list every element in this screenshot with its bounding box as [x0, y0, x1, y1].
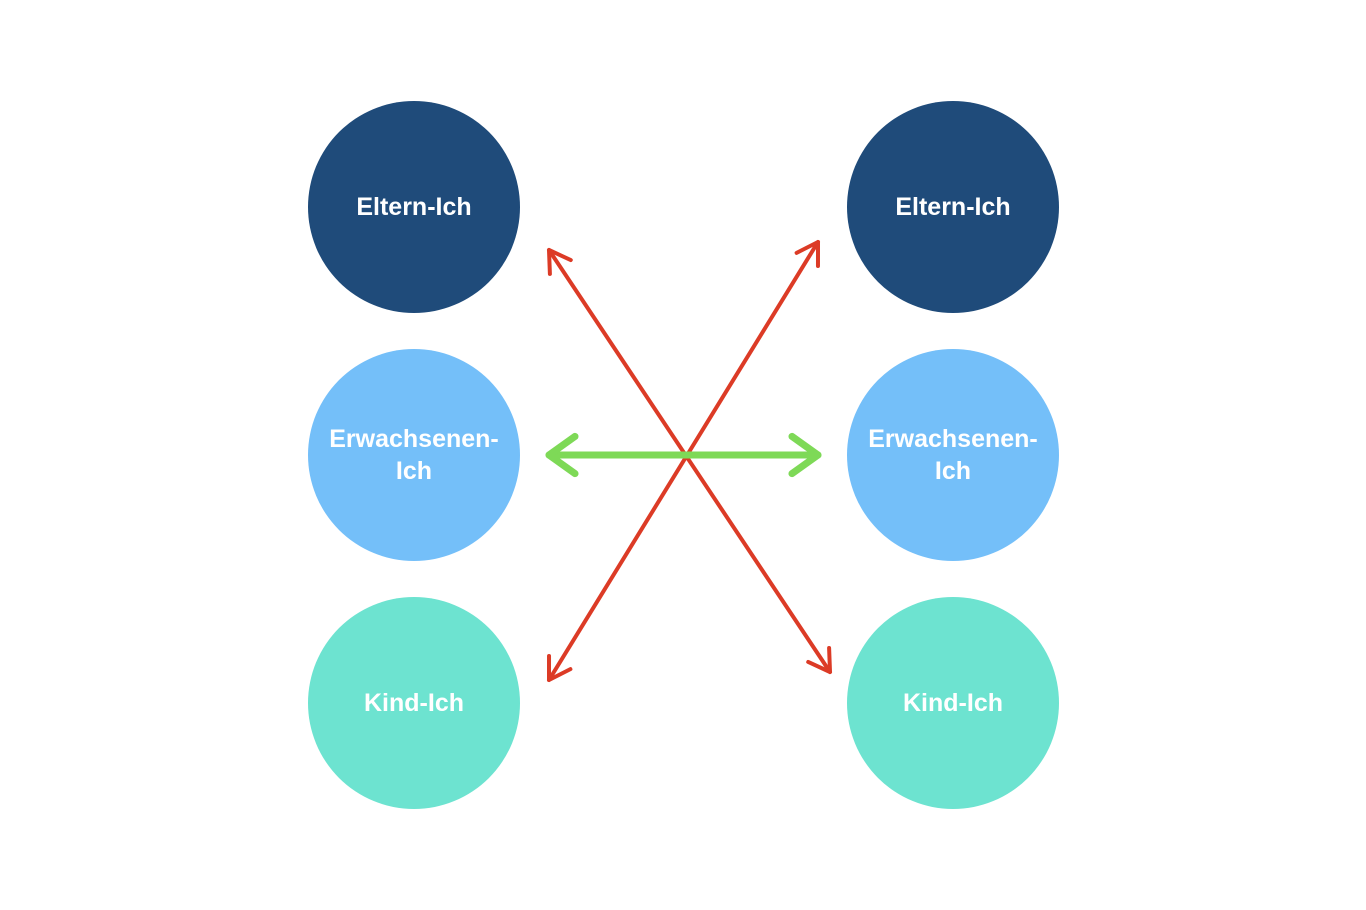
- parallel-arrow-adult-to-adult-head-start: [545, 432, 579, 478]
- left-parent-ego-label: Eltern-Ich: [356, 193, 472, 221]
- left-child-ego-label: Kind-Ich: [364, 689, 464, 717]
- right-adult-ego-circle: Erwachsenen- Ich: [847, 349, 1059, 561]
- left-parent-ego-circle: Eltern-Ich: [308, 101, 520, 313]
- crossed-arrow-left-parent-to-right-child: [547, 248, 832, 674]
- right-parent-ego-circle: Eltern-Ich: [847, 101, 1059, 313]
- right-parent-ego-label: Eltern-Ich: [895, 193, 1011, 221]
- parallel-arrow-adult-to-adult: [545, 432, 822, 478]
- crossed-arrow-left-parent-to-right-child-head-start: [547, 248, 573, 276]
- left-adult-ego-label: Erwachsenen- Ich: [329, 425, 499, 485]
- right-child-ego-label: Kind-Ich: [903, 689, 1003, 717]
- crossed-arrow-left-child-to-right-parent: [547, 240, 820, 682]
- crossed-arrow-left-child-to-right-parent-head-end: [794, 240, 820, 268]
- crossed-arrow-left-parent-to-right-child-shaft: [547, 248, 832, 674]
- crossed-arrow-left-child-to-right-parent-shaft: [547, 240, 820, 682]
- right-adult-ego-label: Erwachsenen- Ich: [868, 425, 1038, 485]
- crossed-arrow-left-parent-to-right-child-head-end: [806, 646, 832, 674]
- left-child-ego-circle: Kind-Ich: [308, 597, 520, 809]
- crossed-arrow-left-child-to-right-parent-head-start: [547, 654, 573, 682]
- parallel-arrow-adult-to-adult-head-end: [788, 432, 822, 478]
- left-adult-ego-circle: Erwachsenen- Ich: [308, 349, 520, 561]
- right-child-ego-circle: Kind-Ich: [847, 597, 1059, 809]
